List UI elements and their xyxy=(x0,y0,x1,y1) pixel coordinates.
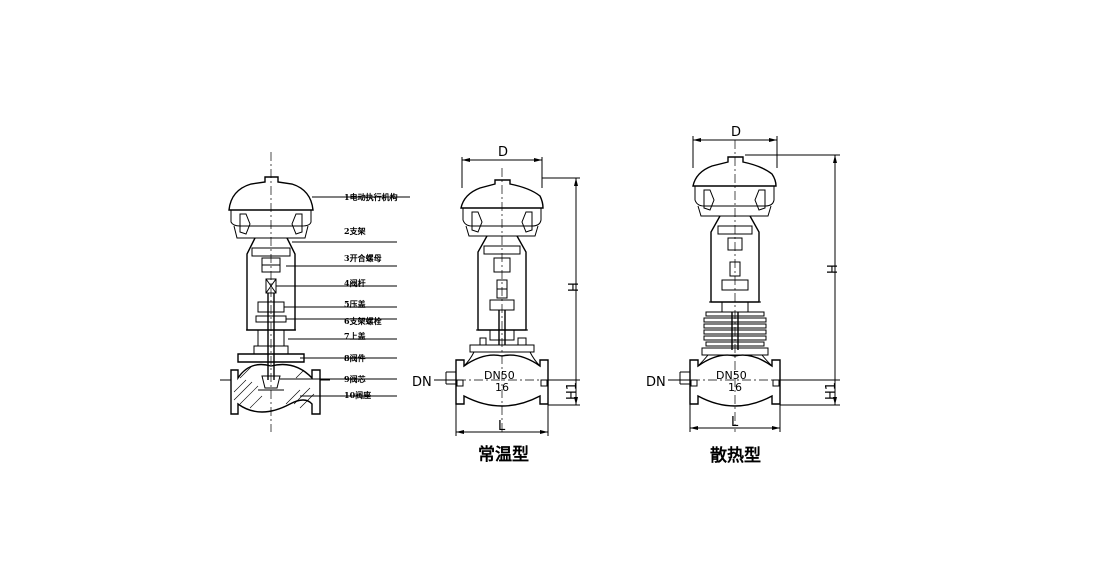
normal-dim-h: H xyxy=(567,282,582,292)
actuator-cover xyxy=(228,176,314,211)
heat-body xyxy=(689,354,781,407)
part-label-valve-part: 8阀件 xyxy=(344,353,366,363)
part-label-stem: 4阀杆 xyxy=(344,278,366,288)
heat-dim-h1: H1 xyxy=(824,382,839,400)
heat-dim-l: L xyxy=(731,415,739,430)
valve-body-section xyxy=(230,363,321,415)
heat-type-caption: 散热型 xyxy=(710,445,761,466)
heat-body-pressure: 16 xyxy=(728,381,742,394)
part-label-bonnet: 7上盖 xyxy=(344,331,366,341)
bonnet xyxy=(237,353,305,363)
cooling-fins xyxy=(703,311,767,350)
sectional-view: 1电动执行机构 2支架 3开合螺母 4阀杆 5压盖 6支架螺栓 7上盖 8阀件 … xyxy=(220,152,410,432)
part-label-split-nut: 3开合螺母 xyxy=(344,253,382,263)
part-label-yoke: 2支架 xyxy=(344,226,366,236)
heat-type-view: D xyxy=(646,125,841,466)
normal-type-caption: 常温型 xyxy=(478,444,529,465)
part-label-yoke-bolt: 6支架螺栓 xyxy=(344,316,382,326)
normal-dim-d: D xyxy=(498,145,508,160)
plug xyxy=(261,375,281,389)
heat-dim-d: D xyxy=(731,125,741,140)
normal-body-size: DN50 xyxy=(484,369,515,382)
part-label-gland: 5压盖 xyxy=(344,299,366,309)
normal-dn-label: DN xyxy=(412,375,432,390)
normal-actuator xyxy=(460,179,544,209)
normal-dim-l: L xyxy=(498,419,506,434)
normal-body-pressure: 16 xyxy=(495,381,509,394)
part-label-plug: 9阀芯 xyxy=(344,374,366,384)
heat-actuator xyxy=(692,156,777,187)
normal-type-view: D DN50 16 DN xyxy=(412,145,582,465)
part-label-seat: 10阀座 xyxy=(344,390,371,400)
heat-dim-h: H xyxy=(826,264,841,274)
part-label-actuator: 1电动执行机构 xyxy=(344,192,398,202)
heat-dn-label: DN xyxy=(646,375,666,390)
heat-body-size: DN50 xyxy=(716,369,747,382)
normal-dim-h1: H1 xyxy=(565,382,580,400)
